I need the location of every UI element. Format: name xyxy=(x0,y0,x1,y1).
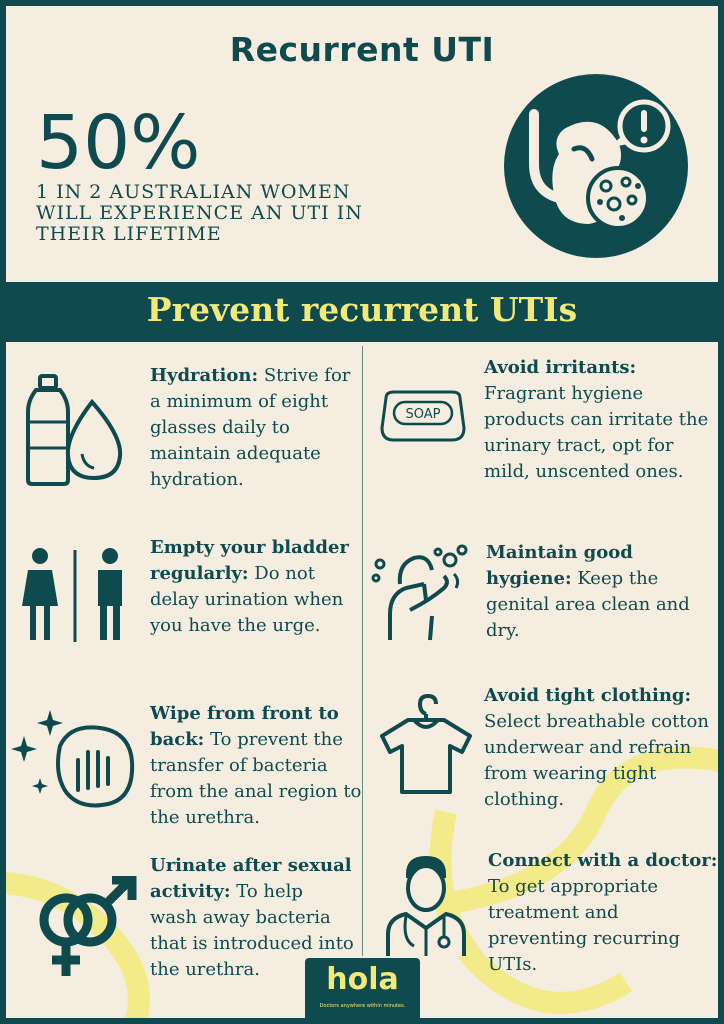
column-divider xyxy=(362,346,363,956)
tip-doctor-body: To get appropriate treatment and prevent… xyxy=(488,876,681,975)
stat-description: 1 IN 2 AUSTRALIAN WOMEN WILL EXPERIENCE … xyxy=(36,182,396,245)
tip-irritants-title: Avoid irritants: xyxy=(484,357,637,378)
tip-clothing-title: Avoid tight clothing: xyxy=(484,685,692,706)
logo: hola xyxy=(326,962,399,997)
tip-hydration: Hydration: Strive for a minimum of eight… xyxy=(150,363,355,493)
tip-wipe-body: To prevent the transfer of bacteria from… xyxy=(150,729,362,828)
logo-tagline: Doctors anywhere within minutes. xyxy=(319,1003,406,1009)
tip-hygiene: Maintain good hygiene: Keep the genital … xyxy=(486,540,691,644)
tip-doctor: Connect with a doctor: To get appropriat… xyxy=(488,848,718,978)
tip-irritants-body: Fragrant hygiene products can irritate t… xyxy=(484,383,709,482)
stat-line-3: THEIR LIFETIME xyxy=(36,223,222,245)
tip-irritants: Avoid irritants: Fragrant hygiene produc… xyxy=(484,355,719,485)
stat-line-1: 1 IN 2 AUSTRALIAN WOMEN xyxy=(36,181,351,203)
tip-urinate: Urinate after sexual activity: To help w… xyxy=(150,853,355,983)
tip-urinate-body: To help wash away bacteria that is intro… xyxy=(150,881,354,980)
kidney-alert-icon xyxy=(529,99,671,230)
tip-urinate-title: Urinate after sexual activity: xyxy=(150,855,352,902)
tip-bladder-title: Empty your bladder regularly: xyxy=(150,537,349,584)
tshirt-hanger-icon xyxy=(380,693,472,794)
tip-hydration-body: Strive for a minimum of eight glasses da… xyxy=(150,365,351,490)
page-title: Recurrent UTI xyxy=(229,30,495,69)
water-bottle-drop-icon xyxy=(26,374,123,486)
washing-hygiene-icon xyxy=(371,544,468,641)
section-title: Prevent recurrent UTIs xyxy=(146,290,578,329)
stat-line-2: WILL EXPERIENCE AN UTI IN xyxy=(36,202,363,224)
tip-bladder-body: Do not delay urination when you have the… xyxy=(150,563,344,636)
tip-doctor-title: Connect with a doctor: xyxy=(488,850,718,871)
tip-bladder: Empty your bladder regularly: Do not del… xyxy=(150,535,355,639)
soap-icon: SOAP xyxy=(380,390,466,442)
tip-wipe: Wipe from front to back: To prevent the … xyxy=(150,701,368,831)
tip-wipe-title: Wipe from front to back: xyxy=(150,703,339,750)
tip-clothing-body: Select breathable cotton underwear and r… xyxy=(484,711,709,810)
restroom-people-icon xyxy=(22,548,122,642)
stat-value: 50% xyxy=(36,100,201,186)
tip-hygiene-title: Maintain good hygiene: xyxy=(486,542,633,589)
gender-symbols-icon xyxy=(39,876,137,976)
tip-hygiene-body: Keep the genital area clean and dry. xyxy=(486,568,690,641)
tip-clothing: Avoid tight clothing: Select breathable … xyxy=(484,683,714,813)
doctor-icon xyxy=(386,856,466,956)
hand-wipe-icon xyxy=(11,710,135,808)
tip-hydration-title: Hydration: xyxy=(150,365,259,386)
logo-badge xyxy=(305,958,420,1020)
soap-label: SOAP xyxy=(406,407,441,422)
